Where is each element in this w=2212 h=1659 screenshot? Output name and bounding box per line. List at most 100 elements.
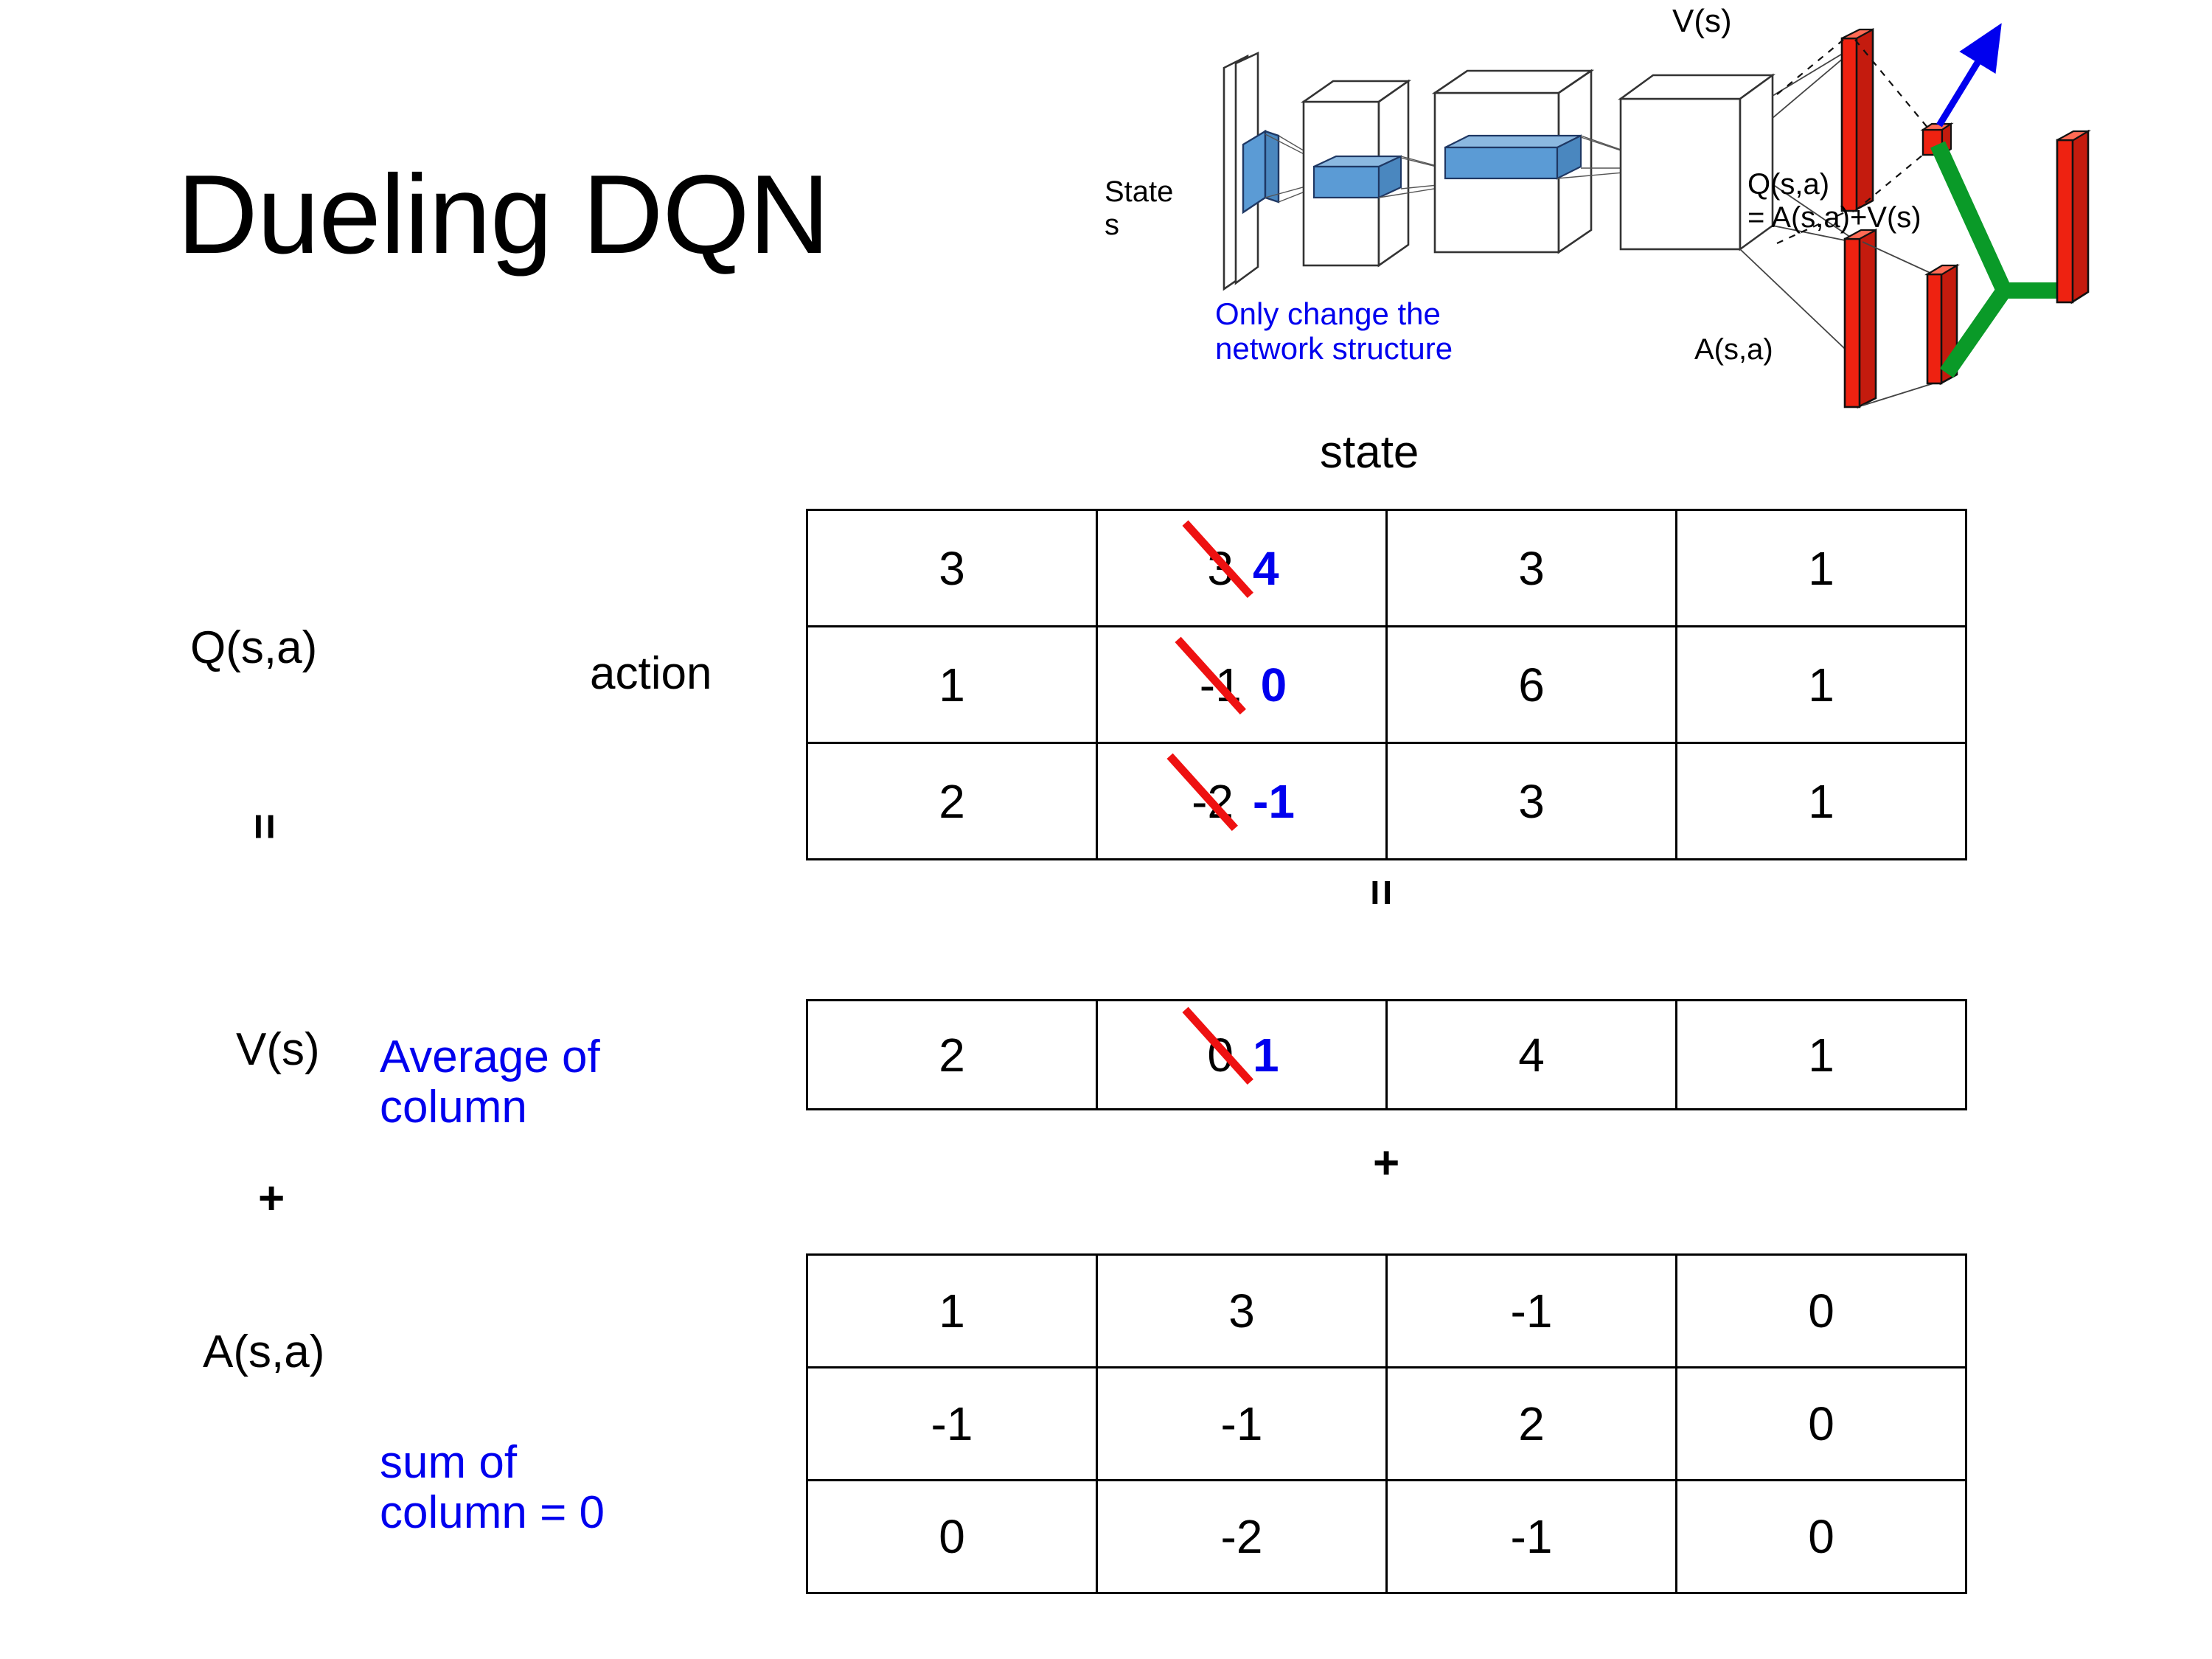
a-cell-r0c2: -1 [1385, 1253, 1677, 1368]
corrected-cell: 0 1 [1204, 1028, 1279, 1082]
q-function-label: Q(s,a) [190, 622, 318, 673]
q-cell-r1c0: 1 [806, 625, 1098, 744]
a-cell-r0c3: 0 [1675, 1253, 1967, 1368]
diagram-q-label-line2: = A(s,a)+V(s) [1747, 201, 1921, 234]
state-label-line1: State [1105, 175, 1174, 208]
state-axis-label: state [1320, 427, 1419, 478]
diagram-note-line2: network structure [1215, 331, 1453, 366]
cell-value: -1 [931, 1397, 973, 1450]
cell-value: 0 [1808, 1397, 1834, 1450]
q-cell-r0c2: 3 [1385, 509, 1677, 627]
table-row: 3 3 4 3 1 [806, 509, 1967, 627]
cell-value: -2 [1220, 1510, 1263, 1563]
cell-value: 2 [1518, 1397, 1545, 1450]
conv-block-1-slab-icon [1312, 155, 1402, 199]
table-row: 2 0 1 4 1 [806, 999, 1967, 1110]
advantage-stream-bar-icon [1843, 228, 1877, 409]
a-cell-r1c2: 2 [1385, 1366, 1677, 1481]
q-value-table: 3 3 4 3 1 1 -1 0 6 1 2 [806, 509, 1967, 860]
input-patch-icon [1242, 129, 1280, 215]
a-cell-r2c0: 0 [806, 1479, 1098, 1594]
average-note-line1: Average of [380, 1032, 600, 1082]
aggregation-merge-icon [1930, 141, 2059, 378]
cell-value: 0 [1808, 1284, 1834, 1338]
v-value-table: 2 0 1 4 1 [806, 999, 1967, 1110]
table-row: 1 3 -1 0 [806, 1253, 1967, 1368]
a-cell-r0c1: 3 [1096, 1253, 1388, 1368]
diagram-note-line1: Only change the [1215, 296, 1441, 331]
action-axis-label: action [590, 648, 712, 699]
advantage-connect-lines [1862, 241, 1934, 406]
q-cell-r1c1: -1 0 [1096, 625, 1388, 744]
struck-value: 3 [1204, 541, 1237, 596]
diagram-state-label: State s [1105, 175, 1173, 242]
corrected-cell: -1 0 [1197, 658, 1287, 712]
average-note-line2: column [380, 1082, 527, 1133]
cell-value: 2 [939, 774, 965, 828]
v-cell-c3: 1 [1675, 999, 1967, 1110]
equals-operator-mid: = [1356, 866, 1407, 919]
q-cell-r0c1: 3 4 [1096, 509, 1388, 627]
corrected-value: 0 [1260, 658, 1287, 712]
cell-value: 1 [939, 658, 965, 712]
a-cell-r1c3: 0 [1675, 1366, 1967, 1481]
diagram-value-label: V(s) [1672, 3, 1732, 39]
dueling-network-diagram: State s Only change the network structur… [1091, 0, 2212, 413]
corrected-value: 1 [1253, 1028, 1279, 1082]
struck-value: -1 [1197, 658, 1245, 712]
q-cell-r2c0: 2 [806, 742, 1098, 860]
a-cell-r2c3: 0 [1675, 1479, 1967, 1594]
a-cell-r2c2: -1 [1385, 1479, 1677, 1594]
q-output-bar-icon [2056, 129, 2091, 305]
conv-block-2-slab-icon [1444, 134, 1582, 180]
cell-value: -1 [1510, 1510, 1553, 1563]
cell-value: 3 [1518, 774, 1545, 828]
cell-value: 3 [1228, 1284, 1255, 1338]
plus-operator-left: + [258, 1173, 285, 1224]
cell-value: 1 [1808, 1028, 1834, 1082]
a-cell-r0c0: 1 [806, 1253, 1098, 1368]
network-architecture-svg [1222, 23, 2091, 409]
v-cell-c1: 0 1 [1096, 999, 1388, 1110]
average-of-column-note: Average of column [380, 1032, 600, 1133]
equals-glyph-mid: = [1355, 879, 1407, 906]
diagram-q-label: Q(s,a) = A(s,a)+V(s) [1747, 168, 1921, 234]
cell-value: 0 [1808, 1510, 1834, 1563]
value-arrow-icon [1936, 23, 2002, 128]
corrected-cell: -2 -1 [1189, 774, 1295, 829]
diagram-q-label-line1: Q(s,a) [1747, 168, 1830, 201]
struck-value: 0 [1204, 1028, 1237, 1082]
a-function-label: A(s,a) [203, 1326, 325, 1377]
cell-value: 0 [939, 1510, 965, 1563]
diagram-advantage-label: A(s,a) [1694, 333, 1773, 366]
page-title: Dueling DQN [177, 152, 830, 277]
q-cell-r0c3: 1 [1675, 509, 1967, 627]
q-cell-r1c3: 1 [1675, 625, 1967, 744]
cell-value: 1 [1808, 541, 1834, 595]
a-cell-r1c0: -1 [806, 1366, 1098, 1481]
conv-block-3-icon [1618, 73, 1775, 251]
v-cell-c0: 2 [806, 999, 1098, 1110]
sum-note-line2: column = 0 [380, 1487, 605, 1539]
cell-value: 1 [939, 1284, 965, 1338]
input-plane-icon [1222, 51, 1259, 291]
equals-operator-left: = [239, 804, 290, 849]
corrected-value: -1 [1253, 774, 1295, 828]
cell-value: 2 [939, 1028, 965, 1082]
q-cell-r2c1: -2 -1 [1096, 742, 1388, 860]
cell-value: 4 [1518, 1028, 1545, 1082]
cell-value: 1 [1808, 774, 1834, 828]
a-cell-r2c1: -2 [1096, 1479, 1388, 1594]
corrected-value: 4 [1253, 541, 1279, 595]
sum-note-line1: sum of [380, 1437, 518, 1488]
sum-of-column-note: sum of column = 0 [380, 1437, 605, 1539]
corrected-cell: 3 4 [1204, 541, 1279, 596]
table-row: -1 -1 2 0 [806, 1366, 1967, 1481]
equals-glyph-left: = [239, 813, 291, 841]
a-cell-r1c1: -1 [1096, 1366, 1388, 1481]
cell-value: -1 [1220, 1397, 1263, 1450]
cell-value: 1 [1808, 658, 1834, 712]
value-stream-bar-icon [1840, 27, 1874, 213]
cell-value: 3 [939, 541, 965, 595]
